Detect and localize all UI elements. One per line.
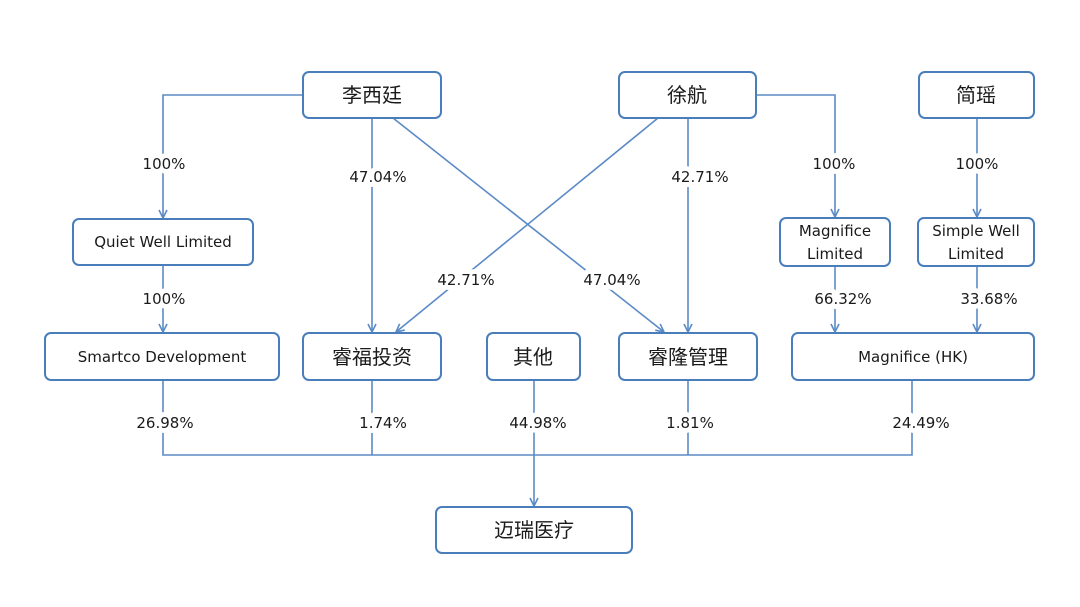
node-label: 徐航	[667, 83, 707, 107]
node-label: 其他	[513, 345, 553, 369]
node-label-line: Limited	[948, 245, 1004, 263]
node-ruilong: 睿隆管理	[618, 332, 758, 381]
node-label: 睿隆管理	[648, 345, 728, 369]
edge-label: 100%	[956, 155, 999, 173]
edge-smartco-to-mindray	[162, 380, 534, 456]
node-label: 睿福投资	[332, 345, 412, 369]
node-quiet-well-limited: Quiet Well Limited	[72, 218, 254, 266]
edge-label: 100%	[813, 155, 856, 173]
node-label-line: Magnifice	[799, 222, 871, 240]
edge-li-to-ruilong	[392, 117, 664, 332]
node-label: 简瑶	[956, 83, 996, 107]
node-magnifice-hk: Magnifice (HK)	[791, 332, 1035, 381]
edge-label: 33.68%	[960, 290, 1017, 308]
node-xu-hang: 徐航	[618, 71, 757, 119]
node-magnifice-limited: Magnifice Limited	[779, 217, 891, 267]
edge-labels: 100% 100% 47.04% 47.04% 42.71% 42.71% 10…	[131, 150, 1022, 437]
node-ruifu: 睿福投资	[302, 332, 442, 381]
edge-label: 26.98%	[136, 414, 193, 432]
edge-label: 47.04%	[349, 168, 406, 186]
node-label: Smartco Development	[78, 348, 247, 366]
edge-label: 1.81%	[666, 414, 714, 432]
edge-label: 100%	[143, 155, 186, 173]
edge-xu-to-magnifice-limited	[756, 94, 835, 217]
edge-label: 42.71%	[671, 168, 728, 186]
node-label: Quiet Well Limited	[94, 233, 232, 251]
node-simple-well-limited: Simple Well Limited	[917, 217, 1035, 267]
node-li-xiting: 李西廷	[302, 71, 442, 119]
edge-label: 66.32%	[814, 290, 871, 308]
node-others: 其他	[486, 332, 581, 381]
node-mindray: 迈瑞医疗	[435, 506, 633, 554]
node-smartco-development: Smartco Development	[44, 332, 280, 381]
node-label: 迈瑞医疗	[494, 518, 574, 542]
edge-label: 42.71%	[437, 271, 494, 289]
node-label: 李西廷	[342, 83, 402, 107]
node-jian-yao: 简瑶	[918, 71, 1035, 119]
edges	[162, 94, 977, 506]
node-label-line: Limited	[807, 245, 863, 263]
edge-label: 47.04%	[583, 271, 640, 289]
edge-li-to-quietwell	[163, 94, 303, 218]
edge-label: 44.98%	[509, 414, 566, 432]
edge-label: 1.74%	[359, 414, 407, 432]
node-label: Magnifice (HK)	[858, 348, 968, 366]
edge-hk-to-mindray	[534, 380, 913, 456]
edge-xu-to-ruifu	[396, 117, 659, 332]
edge-label: 24.49%	[892, 414, 949, 432]
node-label-line: Simple Well	[932, 222, 1020, 240]
edge-label: 100%	[143, 290, 186, 308]
